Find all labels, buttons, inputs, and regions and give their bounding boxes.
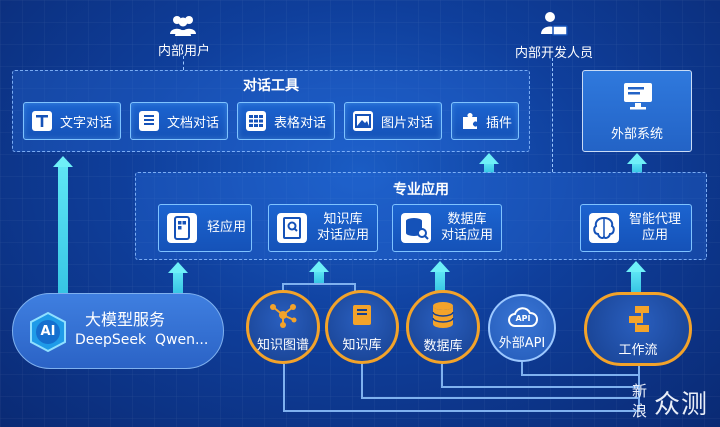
knowledge-graph-label: 知识图谱 [256,337,309,353]
workflow-label: 工作流 [618,343,658,358]
database-search-icon [401,213,431,243]
route-db-bottom [441,386,640,388]
flowchart-icon [625,305,655,333]
arrow-db-to-apps [430,261,450,293]
network-graph-icon [270,303,297,328]
developer-icon [538,10,568,38]
route-api-bottom [521,374,640,376]
image-chat-button[interactable]: 图片对话 [344,102,442,140]
professional-apps-title: 专业应用 [393,182,449,198]
users-connector [183,56,184,70]
image-icon [353,111,373,131]
ai-badge-text: AI [40,324,56,339]
llm-service-title: 大模型服务 [85,310,166,329]
db-chat-app-button[interactable]: 数据库 对话应用 [392,204,502,252]
arrow-llm-to-tools [53,156,73,296]
external-api-source[interactable]: API 外部API [488,294,556,362]
db-chat-app-text: 数据库 对话应用 [441,212,493,244]
monitor-icon [622,81,654,111]
watermark-char-1: 新 [632,382,648,400]
text-chat-button[interactable]: 文字对话 [23,102,121,140]
agent-app-text: 智能代理 应用 [629,212,681,244]
external-system-box[interactable]: 外部系统 [582,70,692,152]
api-cloud-icon: API [508,306,538,328]
db-chat-app-line2: 对话应用 [441,228,494,243]
phone-app-icon [167,213,197,243]
external-api-label: 外部API [498,335,546,351]
table-chat-label: 表格对话 [274,115,327,131]
watermark-char-2: 浪 [632,402,648,420]
kb-chat-app-line2: 对话应用 [317,228,370,243]
book-icon [353,304,371,325]
users-group-icon [168,14,198,36]
text-chat-label: 文字对话 [60,115,113,131]
brain-icon [589,213,619,243]
agent-app-button[interactable]: 智能代理 应用 [580,204,692,252]
route-db-down [441,364,443,388]
light-app-button[interactable]: 轻应用 [158,204,252,252]
watermark-brand: 众测 [654,390,709,420]
document-chat-label: 文档对话 [167,115,220,131]
developers-connector [552,58,553,172]
kb-chat-app-text: 知识库 对话应用 [317,212,369,244]
arrow-kb-to-apps [309,261,329,283]
database-source[interactable]: 数据库 [406,290,480,364]
route-api-down [521,362,523,376]
arrow-apps-to-external [627,153,647,173]
llm-service-card[interactable]: AI 大模型服务 DeepSeek Qwen... [12,293,224,369]
puzzle-icon [460,111,480,131]
route-kb-bottom [361,397,640,399]
knowledge-base-source[interactable]: 知识库 [325,290,399,364]
database-label: 数据库 [423,338,463,354]
watermark: 新 浪 众测 [630,380,718,424]
route-graph-bottom [283,410,640,412]
document-chat-button[interactable]: 文档对话 [130,102,228,140]
knowledge-base-label: 知识库 [342,337,382,353]
database-icon [432,301,454,328]
agent-app-line2: 应用 [642,228,669,243]
text-icon [32,111,52,131]
light-app-label: 轻应用 [207,220,247,235]
table-chat-button[interactable]: 表格对话 [237,102,335,140]
llm-service-models: DeepSeek Qwen... [75,332,209,348]
internal-users-label: 内部用户 [157,44,210,59]
route-workflow-riser [638,366,640,412]
document-icon [139,111,159,131]
knowledge-graph-source[interactable]: 知识图谱 [246,290,320,364]
db-chat-app-line1: 数据库 [447,212,487,227]
ai-badge: AI [27,311,69,353]
plugin-label: 插件 [486,115,513,131]
workflow-source[interactable]: 工作流 [584,292,692,366]
kb-bracket-top [282,283,356,285]
kb-chat-app-button[interactable]: 知识库 对话应用 [268,204,378,252]
api-badge-text: API [515,314,531,323]
route-kb-down [361,364,363,399]
arrow-workflow-to-apps [626,261,646,293]
external-system-label: 外部系统 [610,127,663,142]
arrow-apps-to-tools [479,153,499,173]
book-search-icon [277,213,307,243]
plugin-button[interactable]: 插件 [451,102,519,140]
table-icon [246,111,266,131]
kb-chat-app-line1: 知识库 [323,212,363,227]
agent-app-line1: 智能代理 [629,212,682,227]
image-chat-label: 图片对话 [381,115,434,131]
arrow-llm-to-apps [168,262,188,294]
route-graph-down [283,364,285,412]
dialog-tools-title: 对话工具 [243,78,299,94]
internal-developers-label: 内部开发人员 [514,46,593,61]
